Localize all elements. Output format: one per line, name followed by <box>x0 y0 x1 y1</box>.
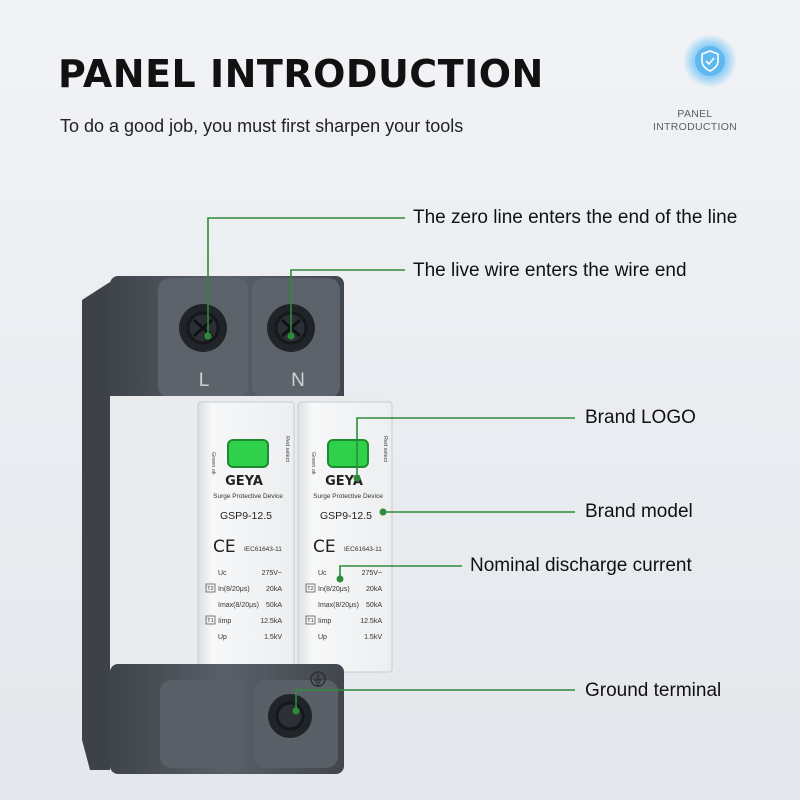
spec-value: 50kA <box>266 602 282 609</box>
spec-label: In(8/20μs) <box>218 586 250 593</box>
spec-label: In(8/20μs) <box>318 586 350 593</box>
leader-brand-logo <box>356 417 575 478</box>
spec-value: 1.5kV <box>364 634 382 641</box>
spec-label: Up <box>218 634 227 641</box>
spec-value: 1.5kV <box>264 634 282 641</box>
module-left-print: GEYA Surge Protective Device GSP9-12.5 C… <box>205 436 290 641</box>
standard-right: IEC61643-11 <box>344 546 382 553</box>
standard-left: IEC61643-11 <box>244 546 282 553</box>
spec-value: 12.5kA <box>360 618 382 625</box>
module-right <box>297 401 393 673</box>
leader-zero-line <box>207 217 405 336</box>
terminal-label-n: N <box>291 370 305 391</box>
spec-tag-box <box>205 583 216 593</box>
leader-live-wire <box>290 269 405 336</box>
side-label-right: Red select <box>284 436 290 462</box>
spec-tag-box <box>205 615 216 625</box>
terminal-label-l: L <box>199 370 210 391</box>
spec-value: 50kA <box>366 602 382 609</box>
model-left: GSP9-12.5 <box>220 510 272 522</box>
product-type-left: Surge Protective Device <box>213 493 283 500</box>
spec-label: Uc <box>218 570 227 577</box>
side-label-left: Green ok <box>210 452 216 475</box>
spec-tag: T2 <box>207 586 213 592</box>
spec-label: Iimp <box>218 618 231 625</box>
spec-value: 275V~ <box>362 570 382 577</box>
ce-mark-right: CE <box>313 537 336 557</box>
spec-label: Uc <box>318 570 327 577</box>
badge-caption-line2: INTRODUCTION <box>652 121 738 133</box>
callout-nominal-discharge: Nominal discharge current <box>470 555 692 576</box>
spec-tag: T1 <box>207 618 213 624</box>
callout-live-wire: The live wire enters the wire end <box>413 260 687 281</box>
badge-caption: PANEL INTRODUCTION <box>640 108 750 134</box>
leader-ground <box>295 689 575 711</box>
shield-check-icon <box>683 34 737 88</box>
spec-label: Imax(8/20μs) <box>318 602 359 609</box>
spec-label: Imax(8/20μs) <box>218 602 259 609</box>
callout-zero-line: The zero line enters the end of the line <box>413 207 738 228</box>
brand-logo-left: GEYA <box>225 474 263 489</box>
callout-ground-terminal: Ground terminal <box>585 680 722 701</box>
spec-label: Iimp <box>318 618 331 625</box>
side-label-right-2: Red select <box>382 436 388 462</box>
housing-side <box>82 282 110 770</box>
page-subtitle: To do a good job, you must first sharpen… <box>60 116 464 136</box>
spec-value: 275V~ <box>262 570 282 577</box>
side-label-left-2: Green ok <box>310 452 316 475</box>
ground-icon <box>310 671 326 687</box>
indicator-window-right <box>327 439 369 468</box>
callout-brand-model: Brand model <box>585 501 693 522</box>
spec-value: 20kA <box>366 586 382 593</box>
callout-brand-logo: Brand LOGO <box>585 407 696 428</box>
spec-tag: T1 <box>307 618 313 624</box>
spec-tag-box <box>305 583 316 593</box>
indicator-window-left <box>227 439 269 468</box>
spec-value: 20kA <box>266 586 282 593</box>
brand-logo-right: GEYA <box>325 474 363 489</box>
leader-nominal <box>339 565 462 579</box>
spec-label: Up <box>318 634 327 641</box>
module-right-print: GEYA Surge Protective Device GSP9-12.5 C… <box>305 436 388 641</box>
spec-value: 12.5kA <box>260 618 282 625</box>
model-right: GSP9-12.5 <box>320 510 372 522</box>
callout-lines <box>207 217 575 711</box>
spec-tag-box <box>305 615 316 625</box>
page-title: PANEL INTRODUCTION <box>58 52 544 96</box>
product-type-right: Surge Protective Device <box>313 493 383 500</box>
spec-tag: T2 <box>307 586 313 592</box>
ce-mark-left: CE <box>213 537 236 557</box>
badge-caption-line1: PANEL <box>677 108 713 120</box>
